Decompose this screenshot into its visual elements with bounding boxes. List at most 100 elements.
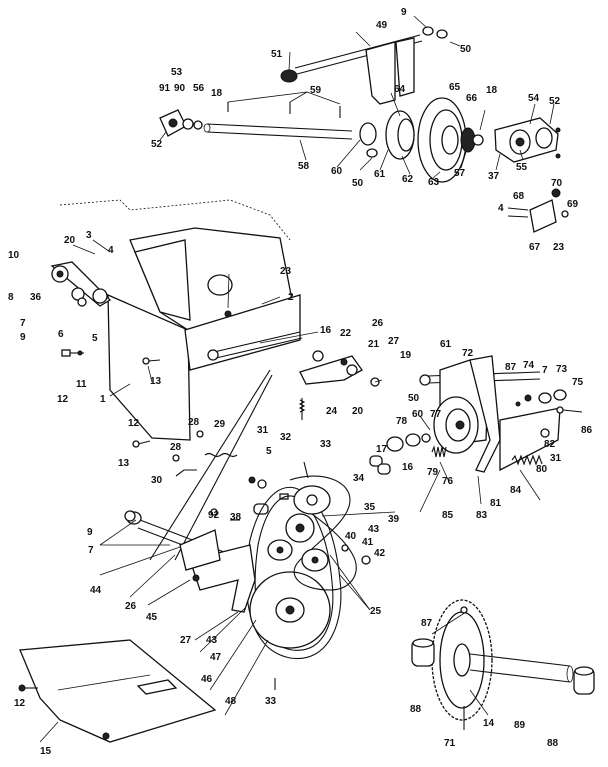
label-7c: 7	[88, 545, 94, 556]
label-84: 84	[510, 485, 522, 496]
label-66: 66	[466, 93, 478, 104]
axle-bracket-assembly	[124, 508, 256, 613]
label-75: 75	[572, 377, 584, 388]
label-13: 13	[150, 376, 162, 387]
label-88: 88	[410, 704, 422, 715]
label-44: 44	[90, 585, 102, 596]
label-50b: 50	[352, 178, 364, 189]
label-55: 55	[516, 162, 528, 173]
label-30: 30	[151, 475, 163, 486]
label-12c: 12	[14, 698, 26, 709]
label-63: 63	[428, 177, 440, 188]
label-36: 36	[30, 292, 42, 303]
label-90: 90	[174, 83, 186, 94]
label-50c: 50	[408, 393, 420, 404]
label-46: 46	[201, 674, 213, 685]
label-62: 62	[402, 174, 414, 185]
label-5: 5	[92, 333, 98, 344]
label-25: 25	[370, 606, 382, 617]
label-21: 21	[368, 339, 380, 350]
label-76: 76	[442, 476, 454, 487]
label-1: 1	[100, 394, 106, 405]
label-68: 68	[513, 191, 525, 202]
label-50: 50	[460, 44, 472, 55]
label-4b: 4	[108, 245, 114, 256]
label-67: 67	[529, 242, 541, 253]
label-70: 70	[551, 178, 563, 189]
label-9b: 9	[20, 332, 26, 343]
label-3: 3	[86, 230, 92, 241]
label-45: 45	[146, 612, 158, 623]
label-23: 23	[553, 242, 565, 253]
clutch-linkage	[149, 350, 380, 561]
label-29: 29	[214, 419, 226, 430]
label-35: 35	[364, 502, 376, 513]
label-12b: 12	[128, 418, 140, 429]
label-27b: 27	[180, 635, 192, 646]
label-52b: 52	[549, 96, 561, 107]
part-72-arm	[469, 355, 501, 473]
label-86: 86	[581, 425, 593, 436]
label-83: 83	[476, 510, 488, 521]
label-74: 74	[523, 360, 535, 371]
label-33b: 33	[265, 696, 277, 707]
label-11: 11	[76, 379, 87, 390]
skid-plate	[18, 639, 217, 743]
label-61: 61	[374, 169, 386, 180]
label-57: 57	[454, 168, 466, 179]
part-1-plate	[107, 293, 191, 441]
label-43b: 43	[206, 635, 218, 646]
label-87b: 87	[421, 618, 433, 629]
label-28: 28	[170, 442, 182, 453]
belt-assembly	[245, 461, 371, 690]
label-51: 51	[271, 49, 283, 60]
label-47: 47	[210, 652, 222, 663]
label-89: 89	[514, 720, 526, 731]
label-27: 27	[388, 336, 400, 347]
label-41: 41	[362, 537, 374, 548]
label-59: 59	[310, 85, 322, 96]
label-26b: 26	[125, 601, 137, 612]
label-33: 33	[320, 439, 332, 450]
label-32: 32	[280, 432, 292, 443]
label-12: 12	[57, 394, 69, 405]
label-24: 24	[326, 406, 338, 417]
label-85: 85	[442, 510, 454, 521]
label-80: 80	[536, 464, 548, 475]
label-16b: 16	[402, 462, 414, 473]
label-19: 19	[400, 350, 412, 361]
label-13b: 13	[118, 458, 130, 469]
part-50-washer	[436, 29, 448, 39]
housing-assembly	[50, 199, 303, 448]
label-20: 20	[64, 235, 76, 246]
label-28b: 28	[188, 417, 200, 428]
label-48: 48	[225, 696, 237, 707]
label-39: 39	[388, 514, 400, 525]
label-92: 92	[208, 510, 220, 521]
label-40: 40	[345, 531, 357, 542]
part-labels: 49 9 50 51 53 91 90 56 18 52 59 58 60 50…	[8, 7, 593, 757]
label-54: 54	[528, 93, 540, 104]
label-52: 52	[151, 139, 163, 150]
label-22: 22	[340, 328, 352, 339]
label-91: 91	[159, 83, 171, 94]
label-6: 6	[58, 329, 64, 340]
gear-axle-assembly	[411, 599, 595, 730]
label-78: 78	[396, 416, 408, 427]
part-15-plate	[19, 639, 217, 743]
top-shaft-assembly	[159, 26, 569, 233]
part-9-nut	[422, 26, 434, 36]
label-72: 72	[462, 348, 474, 359]
label-7: 7	[20, 318, 26, 329]
label-26: 26	[372, 318, 384, 329]
label-81: 81	[490, 498, 502, 509]
label-49: 49	[376, 20, 388, 31]
label-69: 69	[567, 199, 579, 210]
label-56: 56	[193, 83, 205, 94]
label-37: 37	[488, 171, 500, 182]
label-18: 18	[211, 88, 223, 99]
label-77: 77	[430, 409, 442, 420]
label-60: 60	[331, 166, 343, 177]
label-4: 4	[498, 203, 504, 214]
